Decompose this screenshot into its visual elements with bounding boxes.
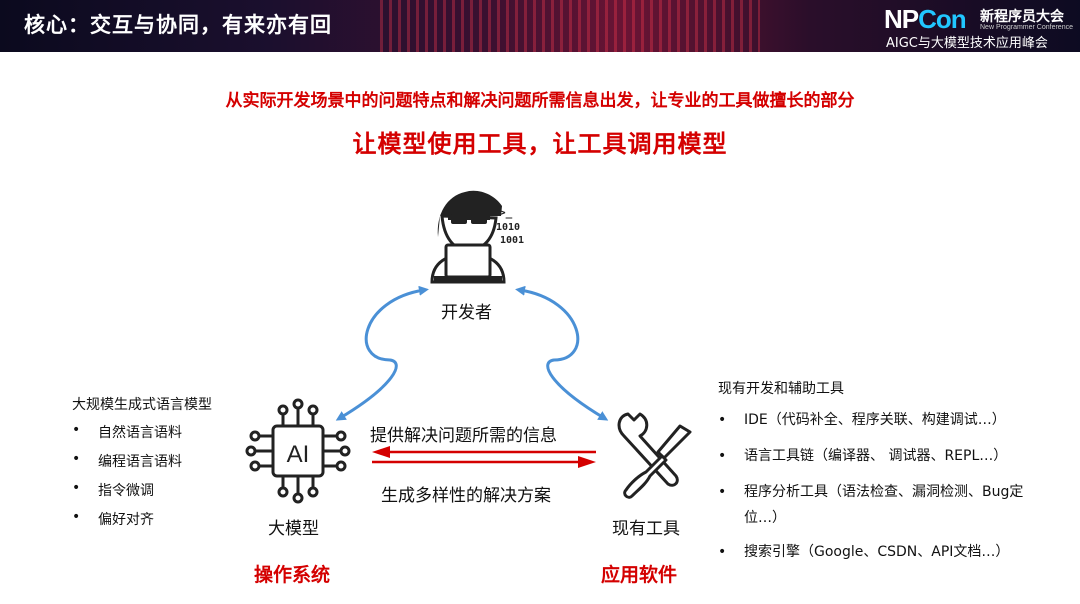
logo-mark-con: Con	[918, 4, 967, 34]
binary-text-2: 1001	[500, 235, 524, 246]
npcon-logo: NPCon 新程序员大会 New Programmer Conference A…	[884, 4, 1080, 51]
developer-icon: >_ 1010 1001	[430, 190, 524, 284]
header-banner: 核心：交互与协同，有来亦有回 NPCon 新程序员大会 New Programm…	[0, 0, 1080, 52]
subtitle: 从实际开发场景中的问题特点和解决问题所需信息出发，让专业的工具做擅长的部分	[225, 91, 855, 111]
to-model-text: 提供解决问题所需的信息	[370, 426, 557, 446]
list-item: 自然语言语料	[72, 422, 212, 442]
list-item: 语言工具链（编译器、 调试器、REPL…）	[718, 444, 1058, 470]
arrow-to-tools-head	[578, 456, 596, 468]
model-feature-list: 大规模生成式语言模型 自然语言语料 编程语言语料 指令微调 偏好对齐	[72, 394, 212, 538]
list-item: 指令微调	[72, 480, 212, 500]
model-list-title: 大规模生成式语言模型	[72, 397, 212, 413]
arrow-developer-model	[335, 285, 429, 421]
list-item: 程序分析工具（语法检查、漏洞检测、Bug定位…）	[718, 480, 1058, 532]
page-title: 核心：交互与协同，有来亦有回	[24, 13, 332, 37]
header-decoration	[380, 0, 760, 52]
tools-label: 现有工具	[612, 519, 680, 539]
arrow-developer-tools	[515, 285, 609, 421]
to-tools-text: 生成多样性的解决方案	[381, 486, 551, 506]
terminal-prompt: >_	[499, 206, 513, 219]
ai-chip-icon	[245, 398, 351, 504]
list-item: 偏好对齐	[72, 509, 212, 529]
ai-chip-text: AI	[287, 441, 310, 468]
headline: 让模型使用工具，让工具调用模型	[352, 130, 728, 158]
tools-icon	[617, 412, 692, 499]
binary-text-1: 1010	[496, 222, 520, 233]
list-item: IDE（代码补全、程序关联、构建调试…）	[718, 408, 1058, 434]
list-item: 编程语言语料	[72, 451, 212, 471]
arrow-to-model-head	[372, 446, 390, 458]
logo-mark-np: NP	[884, 4, 919, 34]
developer-label: 开发者	[441, 303, 492, 323]
list-item: 搜索引擎（Google、CSDN、API文档…）	[718, 540, 1058, 566]
tools-feature-list: 现有开发和辅助工具 IDE（代码补全、程序关联、构建调试…） 语言工具链（编译器…	[718, 378, 1058, 575]
logo-mark: NPCon	[884, 4, 967, 35]
tools-list-title: 现有开发和辅助工具	[718, 381, 844, 397]
model-role: 操作系统	[254, 564, 331, 586]
logo-name-cn: 新程序员大会	[980, 9, 1064, 25]
logo-name-en: New Programmer Conference	[980, 24, 1073, 31]
logo-subtitle: AIGC与大模型技术应用峰会	[886, 36, 1048, 51]
tools-role: 应用软件	[601, 564, 678, 586]
model-label: 大模型	[268, 519, 319, 539]
